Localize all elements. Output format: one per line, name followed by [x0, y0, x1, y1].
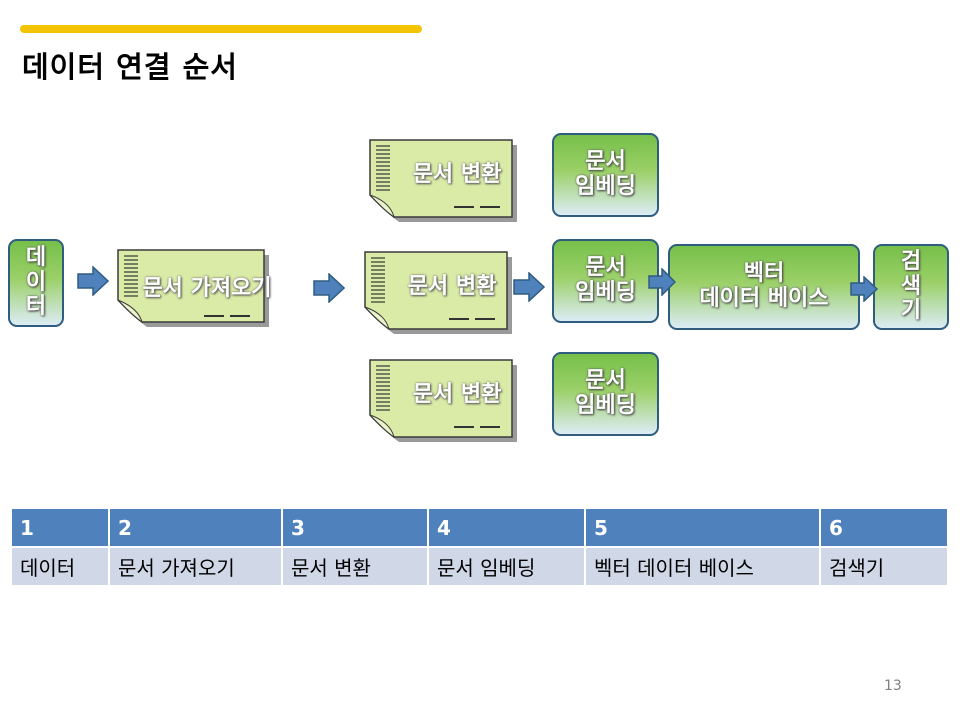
document-shape-icon	[364, 251, 512, 334]
table-header-row: 1 2 3 4 5 6	[12, 509, 947, 547]
table-cell: 검색기	[820, 546, 947, 585]
embedding-label-line: 문서	[585, 368, 626, 394]
table-cell: 데이터	[12, 546, 110, 585]
table-row: 데이터 문서 가져오기 문서 변환 문서 임베딩 벡터 데이터 베이스 검색기	[12, 546, 947, 585]
embedding-box: 문서 임베딩	[552, 133, 659, 217]
document-loader-label: 문서 가져오기	[142, 276, 272, 301]
right-arrow-icon	[648, 268, 676, 296]
right-arrow-icon	[513, 272, 545, 302]
page-number: 13	[884, 678, 902, 694]
data-source-box: 데 이 터	[8, 239, 64, 327]
embedding-label-line: 임베딩	[575, 174, 636, 199]
steps-table: 1 2 3 4 5 6 데이터 문서 가져오기 문서 변환 문서 임베딩 벡터 …	[12, 509, 947, 585]
document-shape-icon	[117, 249, 269, 327]
data-source-char: 데	[25, 245, 47, 271]
document-transform-node: 문서 변환	[364, 251, 513, 334]
table-header-cell: 2	[109, 509, 283, 547]
table-header-cell: 1	[12, 509, 110, 547]
title-accent-bar	[20, 25, 422, 33]
data-source-char: 이	[25, 269, 47, 295]
document-transform-node: 문서 변환	[369, 139, 518, 222]
table-header-cell: 6	[820, 509, 947, 547]
vector-database-label-line: 데이터 베이스	[699, 286, 829, 311]
embedding-label-line: 임베딩	[575, 393, 636, 418]
table-header-cell: 5	[585, 509, 821, 547]
table-cell: 문서 가져오기	[109, 546, 283, 585]
retriever-char: 기	[900, 298, 922, 324]
embedding-box: 문서 임베딩	[552, 352, 659, 436]
document-transform-label: 문서 변환	[412, 382, 502, 407]
document-transform-node: 문서 변환	[369, 359, 518, 442]
retriever-char: 색	[900, 273, 922, 299]
retriever-char: 검	[900, 249, 922, 275]
table-cell: 벡터 데이터 베이스	[585, 546, 821, 585]
vector-database-label-line: 벡터	[743, 261, 785, 287]
embedding-box: 문서 임베딩	[552, 239, 659, 323]
retriever-box: 검 색 기	[873, 244, 949, 330]
table-header-cell: 4	[428, 509, 586, 547]
document-shape-icon	[369, 139, 517, 222]
table-cell: 문서 변환	[282, 546, 429, 585]
document-transform-label: 문서 변환	[407, 274, 497, 299]
document-transform-label: 문서 변환	[412, 162, 502, 187]
table-header-cell: 3	[282, 509, 429, 547]
embedding-label-line: 임베딩	[575, 280, 636, 305]
right-arrow-icon	[313, 273, 345, 303]
right-arrow-icon	[77, 266, 109, 296]
right-arrow-icon	[850, 276, 878, 302]
slide-title: 데이터 연결 순서	[22, 50, 238, 84]
document-shape-icon	[369, 359, 517, 442]
embedding-label-line: 문서	[585, 255, 626, 281]
data-source-char: 터	[25, 294, 47, 320]
document-loader-node: 문서 가져오기	[117, 249, 276, 330]
vector-database-box: 벡터 데이터 베이스	[668, 244, 860, 330]
embedding-label-line: 문서	[585, 149, 626, 175]
table-cell: 문서 임베딩	[428, 546, 586, 585]
